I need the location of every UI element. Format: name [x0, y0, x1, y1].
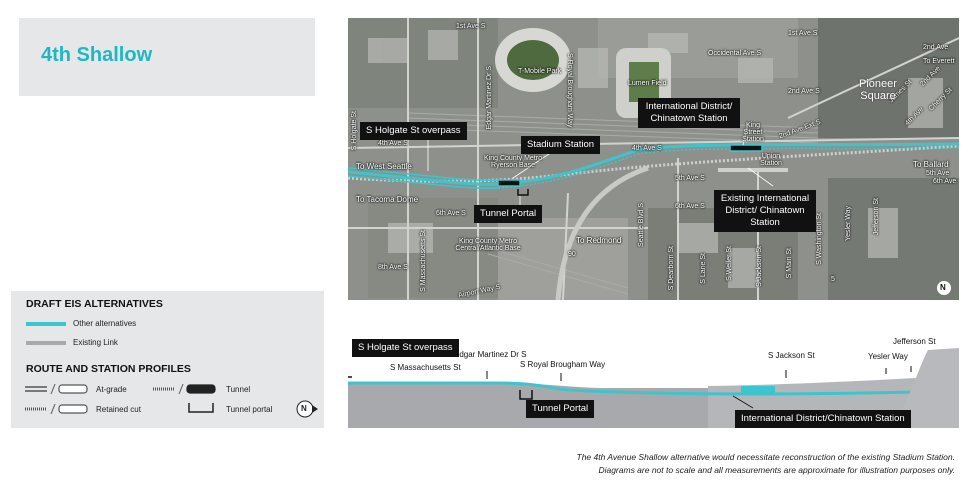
callout-existing-idcs: Existing International District/ Chinato…	[714, 190, 816, 232]
street-label: S Dearborn St	[668, 246, 675, 291]
profile-callout-holgate: S Holgate St overpass	[352, 339, 459, 357]
street-label: Occidental Ave S	[708, 50, 762, 57]
north-arrow-icon	[296, 400, 318, 418]
profile-label-yesler: Yesler Way	[868, 352, 908, 361]
street-label: 6th Ave	[933, 178, 957, 185]
street-label: 2nd Ave	[923, 44, 949, 51]
place-label: To Redmond	[576, 236, 622, 245]
street-label: Seattle Blvd S	[638, 203, 645, 247]
street-label: 1st Ave S	[788, 30, 818, 37]
place-label: Pioneer Square	[859, 78, 897, 102]
tunnel-symbol	[153, 383, 216, 395]
street-label: Edgar Martinez Dr S	[486, 66, 493, 130]
legend-portal-label: Tunnel portal	[226, 405, 273, 414]
street-label: S Main St	[786, 248, 793, 279]
street-label: S Weller St	[726, 246, 733, 281]
legend-profiles-header: ROUTE AND STATION PROFILES	[26, 363, 191, 375]
legend-other-label: Other alternatives	[73, 319, 137, 328]
street-label: S Massachusetts St	[420, 230, 427, 292]
street-label: 1st Ave S	[456, 23, 486, 30]
street-label: Yesler Way	[845, 206, 852, 241]
profile-label-jefferson: Jefferson St	[893, 337, 936, 346]
callout-idcs-station: International District/ Chinatown Statio…	[638, 98, 740, 128]
profile-callout-idcs: International District/Chinatown Station	[735, 410, 911, 428]
map-graphics	[348, 18, 959, 300]
place-label: To West Seattle	[356, 162, 412, 171]
street-label: 6th Ave S	[436, 210, 466, 217]
street-label: S Jackson St	[756, 246, 763, 287]
legend-north-label: N	[301, 404, 307, 413]
street-label: 6th Ave S	[675, 203, 705, 210]
legend-panel: DRAFT EIS ALTERNATIVES Other alternative…	[11, 291, 324, 428]
highway-shield-icon: 90	[568, 251, 576, 258]
place-label: King Street Station	[742, 122, 764, 143]
place-label: Union Station	[760, 153, 782, 167]
street-label: 2nd Ave S	[788, 88, 820, 95]
north-arrow-icon: N	[940, 283, 946, 292]
place-label: King County Metro Central/Atlantic Base	[455, 238, 521, 252]
callout-stadium-station: Stadium Station	[521, 136, 601, 154]
place-label: To Tacoma Dome	[356, 195, 419, 204]
title-panel: 4th Shallow	[19, 18, 315, 96]
tunnel-portal-symbol	[188, 403, 214, 413]
street-label: 8th Ave S	[378, 264, 408, 271]
legend-existing-label: Existing Link	[73, 338, 118, 347]
profile-label-jackson: S Jackson St	[768, 351, 815, 360]
street-label: S Royal Brougham Way	[566, 53, 573, 128]
street-label: 4th Ave S	[632, 145, 662, 152]
street-label: Jefferson St	[873, 198, 880, 236]
street-label: S Washington St	[816, 213, 823, 265]
retained-cut-symbol	[25, 403, 88, 415]
street-label: 4th Ave S	[378, 140, 408, 147]
street-label: S Lane St	[700, 253, 707, 284]
profile-label-royal: S Royal Brougham Way	[520, 360, 606, 369]
legend-tunnel-label: Tunnel	[226, 385, 251, 394]
existing-swatch	[26, 341, 66, 345]
at-grade-symbol	[25, 383, 88, 395]
alternative-swatch	[26, 322, 66, 326]
page-title: 4th Shallow	[41, 44, 153, 66]
footnote-2: Diagrams are not to scale and all measur…	[598, 465, 955, 475]
callout-tunnel-portal: Tunnel Portal	[474, 205, 543, 223]
highway-shield-icon: 5	[831, 276, 835, 283]
place-label: To Ballard	[913, 160, 949, 169]
legend-retained-label: Retained cut	[96, 405, 141, 414]
street-label: 5th Ave S	[675, 175, 705, 182]
street-label: S Holgate St	[351, 111, 358, 151]
aerial-map[interactable]: 1st Ave S 1st Ave S Occidental Ave S 2nd…	[348, 18, 959, 300]
street-label: 5th Ave	[926, 170, 950, 177]
street-label: To Everett	[923, 58, 955, 65]
legend-at-grade-label: At-grade	[96, 385, 127, 394]
place-label: King County Metro Ryerson Base	[484, 155, 542, 169]
legend-alt-header: DRAFT EIS ALTERNATIVES	[26, 298, 163, 310]
profile-callout-portal: Tunnel Portal	[526, 400, 595, 418]
profile-label-massachusetts: S Massachusetts St	[390, 363, 461, 372]
place-label: T-Mobile Park	[518, 68, 562, 75]
place-label: Lumen Field	[628, 80, 667, 87]
profile-label-edgar: Edgar Martinez Dr S	[454, 350, 527, 359]
callout-holgate-overpass: S Holgate St overpass	[360, 122, 467, 140]
footnote-1: The 4th Avenue Shallow alternative would…	[576, 452, 955, 462]
route-profile: S Holgate St overpass S Massachusetts St…	[348, 328, 959, 428]
